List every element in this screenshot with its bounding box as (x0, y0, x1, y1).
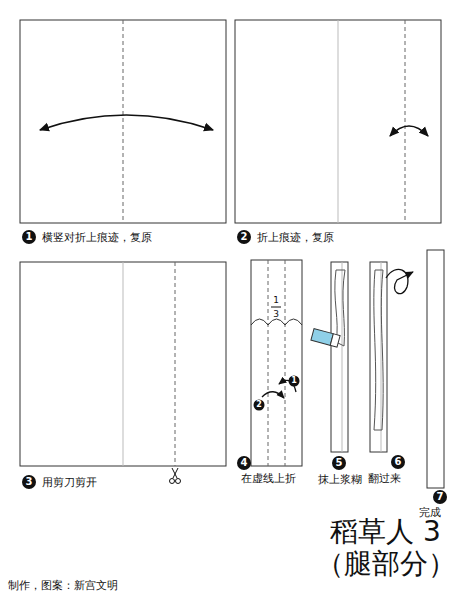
crease-line (123, 262, 124, 466)
fold-line (123, 20, 124, 223)
paper-strip (427, 250, 444, 488)
step-text: 用剪刀剪开 (42, 477, 97, 488)
step-number: 7 (437, 492, 444, 502)
paper-strip (251, 260, 302, 466)
diagram-title: 稻草人 3 （腿部分） (308, 516, 463, 580)
crease-line (338, 20, 339, 223)
step-number: 1 (26, 232, 33, 242)
step-badge (433, 490, 447, 504)
step-number: 3 (26, 477, 33, 487)
crease-line (342, 262, 343, 452)
step-text: 横竖对折上痕迹，复原 (42, 232, 152, 243)
fraction-bar (271, 307, 281, 308)
glue-area (374, 270, 383, 430)
credit-text: 制作，图案：新宫文明 (8, 580, 118, 591)
order-number: 1 (291, 377, 297, 385)
step-number: 6 (395, 457, 402, 467)
paper-strip (331, 262, 348, 452)
fold-arrow (390, 126, 428, 136)
fraction-part: 3 (273, 310, 279, 319)
fold-line (405, 20, 406, 223)
cut-line (175, 262, 176, 466)
paper-strip (370, 262, 387, 452)
fold-arrow (40, 115, 213, 130)
step-badge (22, 475, 36, 489)
paper-square (235, 20, 441, 223)
step-text: 折上痕迹，复原 (257, 232, 334, 243)
step-badge (237, 456, 251, 470)
scissors-symbol (170, 468, 181, 484)
step-badge (391, 455, 405, 469)
paper-square (20, 262, 226, 466)
step-number: 2 (241, 232, 248, 242)
fold-line (268, 260, 269, 466)
step-text: 翻过来 (368, 473, 401, 484)
step-number: 5 (336, 458, 343, 468)
order-badge (289, 376, 300, 387)
step-badge (332, 456, 346, 470)
fraction-part: 1 (273, 296, 279, 305)
glue-stick (311, 329, 340, 348)
order-badge (254, 400, 265, 411)
step-number: 4 (241, 458, 248, 468)
flip-arrow (386, 269, 413, 293)
step-badge (22, 230, 36, 244)
step-text: 抹上浆糊 (318, 474, 362, 485)
order-number: 2 (256, 401, 262, 409)
step-text: 在虚线上折 (241, 473, 296, 484)
width-bracket (251, 319, 302, 325)
fold-arrow (262, 392, 284, 398)
fold-line (285, 260, 286, 466)
paper-square (20, 20, 226, 223)
step-badge (237, 230, 251, 244)
